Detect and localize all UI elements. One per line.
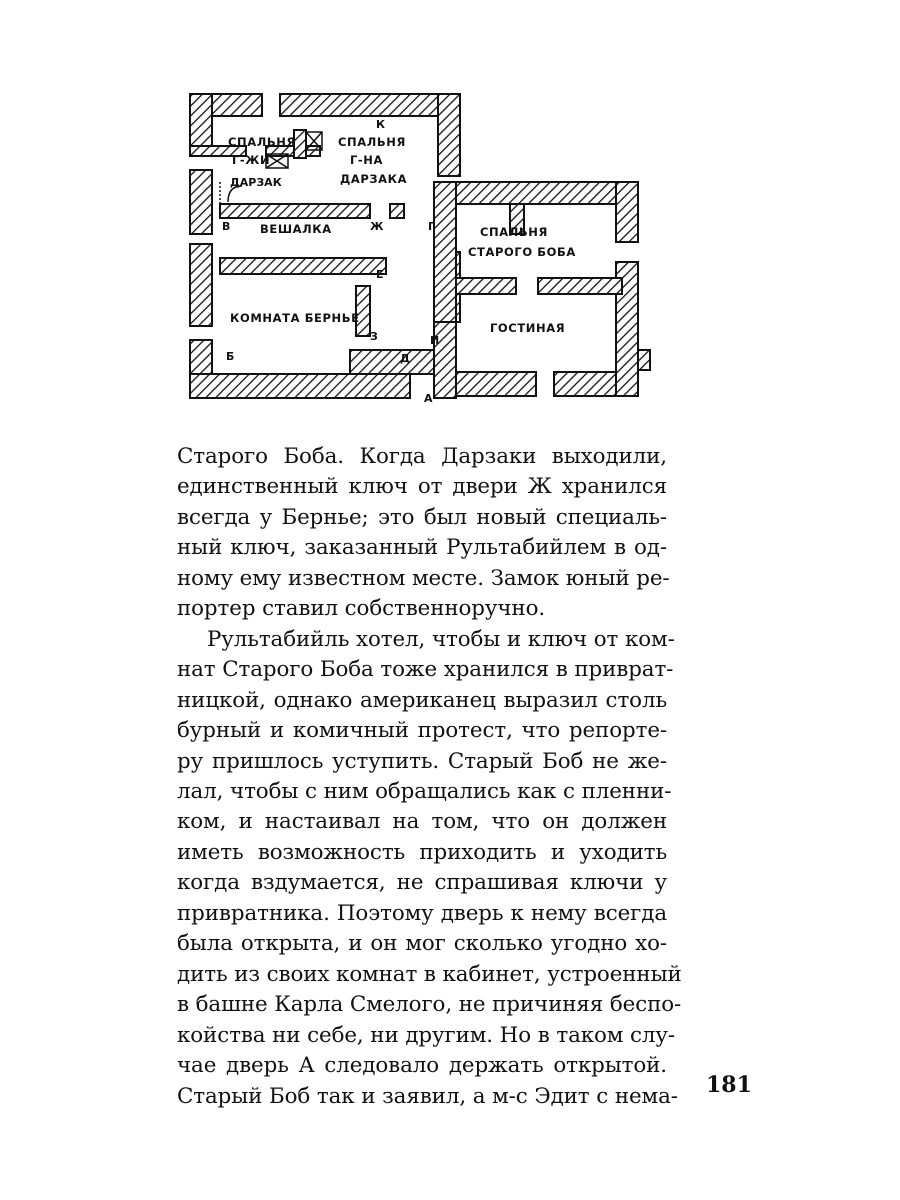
text-line: единственный ключ от двери Ж хранился bbox=[177, 474, 667, 500]
text-line: ру пришлось уступить. Старый Боб не же- bbox=[177, 748, 667, 774]
room-label: СТАРОГО БОБА bbox=[468, 245, 576, 259]
door-letter: Б bbox=[226, 350, 234, 363]
door-letter: И bbox=[430, 334, 439, 347]
room-label: Г-НА bbox=[350, 153, 383, 167]
wall bbox=[509, 203, 525, 235]
wall bbox=[615, 181, 639, 243]
wall bbox=[615, 261, 639, 397]
room-label: ВЕШАЛКА bbox=[260, 222, 332, 236]
text-line: когда вздумается, не спрашивая ключи у bbox=[177, 870, 667, 896]
page-number: 181 bbox=[706, 1072, 752, 1098]
room-label: КОМНАТА БЕРНЬЕ bbox=[230, 311, 360, 325]
door-letter: Е bbox=[376, 268, 384, 281]
text-line: бурный и комичный протест, что репорте- bbox=[177, 718, 667, 744]
wall bbox=[189, 145, 247, 157]
wall bbox=[279, 93, 461, 117]
page-body-text: Старого Боба. Когда Дарзаки выходили, ед… bbox=[177, 442, 682, 1112]
wall bbox=[189, 243, 213, 327]
text-line: привратника. Поэтому дверь к нему всегда bbox=[177, 900, 667, 926]
text-line: чае дверь А следовало держать открытой. bbox=[177, 1053, 667, 1079]
wall bbox=[349, 349, 441, 375]
door-letter: Ж bbox=[370, 220, 384, 233]
door-letter: В bbox=[222, 220, 230, 233]
floor-plan-diagram: СПАЛЬНЯ Г-ЖИ ДАРЗАК СПАЛЬНЯ Г-НА ДАРЗАКА… bbox=[189, 93, 651, 405]
text-line: Старый Боб так и заявил, а м-с Эдит с не… bbox=[177, 1083, 678, 1109]
wall bbox=[537, 277, 623, 295]
room-label: ГОСТИНАЯ bbox=[490, 321, 565, 335]
text-line: всегда у Бернье; это был новый специаль- bbox=[177, 504, 667, 530]
text-line: Старого Боба. Когда Дарзаки выходили, bbox=[177, 444, 667, 469]
room-label: ДАРЗАКА bbox=[340, 172, 407, 186]
room-label: СПАЛЬНЯ bbox=[338, 135, 406, 149]
wall bbox=[437, 93, 461, 177]
text-line: ницкой, однако американец выразил столь bbox=[177, 687, 667, 713]
text-line: ком, и настаивал на том, что он должен bbox=[177, 809, 667, 835]
text-line: в башне Карла Смелого, не причиняя беспо… bbox=[177, 992, 682, 1018]
wall bbox=[189, 169, 213, 235]
door-letter: А bbox=[424, 392, 433, 405]
door-letter: Д bbox=[400, 352, 410, 365]
door-letter: Г bbox=[428, 220, 435, 233]
wall bbox=[189, 93, 213, 147]
room-label: Г-ЖИ bbox=[232, 153, 270, 167]
wall bbox=[219, 203, 371, 219]
text-line: лал, чтобы с ним обращались как с пленни… bbox=[177, 778, 672, 804]
text-line: иметь возможность приходить и уходить bbox=[177, 839, 667, 865]
door-arc bbox=[227, 185, 243, 203]
wall bbox=[433, 321, 457, 399]
wardrobe-mark bbox=[265, 153, 289, 169]
wall bbox=[433, 181, 639, 205]
text-line: дить из своих комнат в кабинет, устроенн… bbox=[177, 961, 682, 987]
wall bbox=[455, 277, 517, 295]
text-line: Рультабийль хотел, чтобы и ключ от ком- bbox=[207, 626, 675, 652]
text-line: койства ни себе, ни другим. Но в таком с… bbox=[177, 1022, 675, 1048]
door-letter: К bbox=[376, 118, 385, 131]
text-line: портер ставил собственноручно. bbox=[177, 596, 546, 622]
wall bbox=[433, 181, 457, 345]
wall bbox=[219, 257, 387, 275]
text-line: ному ему известном месте. Замок юный ре- bbox=[177, 565, 670, 591]
wall bbox=[189, 373, 411, 399]
wall bbox=[355, 285, 371, 337]
door-letter: З bbox=[370, 330, 378, 343]
text-line: ный ключ, заказанный Рультабийлем в од- bbox=[177, 535, 667, 561]
room-label: ДАРЗАК bbox=[230, 176, 282, 189]
wall bbox=[389, 203, 405, 219]
wall bbox=[637, 349, 651, 371]
room-label: СПАЛЬНЯ bbox=[480, 225, 548, 239]
text-line: нат Старого Боба тоже хранился в приврат… bbox=[177, 657, 674, 683]
wardrobe-mark bbox=[305, 131, 323, 151]
room-label: СПАЛЬНЯ bbox=[228, 135, 296, 149]
text-line: была открыта, и он мог сколько угодно хо… bbox=[177, 931, 667, 957]
wall bbox=[455, 371, 537, 397]
